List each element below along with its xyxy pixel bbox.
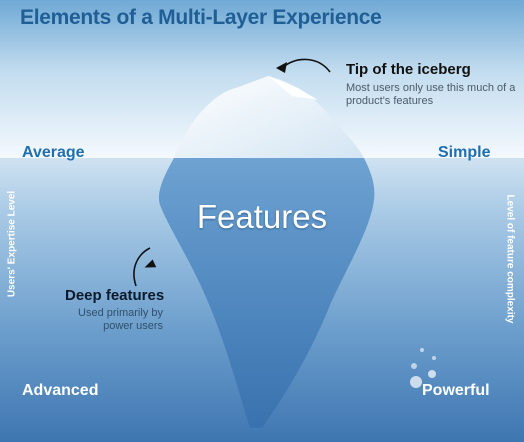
tip-title: Tip of the iceberg bbox=[346, 61, 471, 78]
users-expertise-label: Users' Expertise Level bbox=[6, 190, 18, 298]
deep-arrow bbox=[133, 247, 151, 287]
tip-description: Most users only use this much of a produ… bbox=[346, 82, 516, 107]
feature-complexity-label: Level of feature complexity bbox=[504, 194, 516, 323]
label-advanced: Advanced bbox=[22, 382, 99, 399]
tip-arrowhead bbox=[276, 62, 287, 73]
users-expertise-axis: Users' Expertise Level bbox=[6, 191, 18, 297]
bubbles bbox=[410, 348, 436, 388]
label-powerful: Powerful bbox=[422, 382, 490, 399]
iceberg-underwater bbox=[158, 158, 375, 428]
label-average: Average bbox=[22, 144, 85, 161]
label-simple: Simple bbox=[438, 144, 491, 161]
iceberg-highlight bbox=[268, 76, 318, 100]
deep-arrowhead bbox=[144, 259, 157, 268]
deep-features-title: Deep features bbox=[65, 287, 165, 304]
diagram-title: Elements of a Multi-Layer Experience bbox=[20, 6, 382, 29]
features-label: Features bbox=[196, 198, 328, 235]
iceberg-tip bbox=[174, 76, 364, 158]
deep-features-description: Used primarily by power users bbox=[78, 307, 163, 332]
feature-complexity-axis: Level of feature complexity bbox=[504, 181, 516, 336]
